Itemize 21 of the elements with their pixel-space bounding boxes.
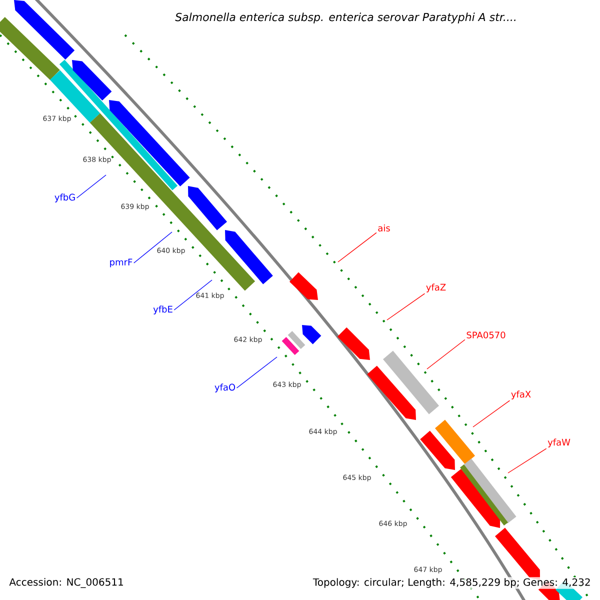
genome-info-text: Topology: circular; Length: 4,585,229 bp; Genes: 4,232 bbox=[312, 577, 592, 589]
leader-line bbox=[386, 293, 426, 320]
gene-label: ais bbox=[378, 224, 390, 232]
leader-line bbox=[426, 339, 466, 370]
leader-line bbox=[338, 232, 377, 262]
leader-line bbox=[134, 232, 172, 264]
leader-line bbox=[508, 448, 547, 474]
gene-label: yfaW bbox=[548, 438, 570, 448]
leader-line bbox=[236, 356, 278, 388]
leader-line bbox=[76, 174, 106, 198]
gene-label: SPA0570 bbox=[466, 332, 506, 338]
gene-label: yfaO bbox=[214, 384, 236, 392]
title: Salmonella enterica subsp. enterica serovar Paratyphi A str.... bbox=[174, 12, 518, 24]
gene-label: yfaZ bbox=[426, 284, 446, 292]
leader-line bbox=[174, 280, 212, 310]
gene-label: yfbE bbox=[153, 306, 172, 314]
gene-label: yfbG bbox=[54, 194, 75, 202]
accession-text: Accession: NC_006511 bbox=[8, 577, 125, 589]
leader-line bbox=[472, 400, 510, 428]
gene-label: pmrF bbox=[110, 258, 132, 268]
gene-label: yfaX bbox=[511, 390, 531, 400]
